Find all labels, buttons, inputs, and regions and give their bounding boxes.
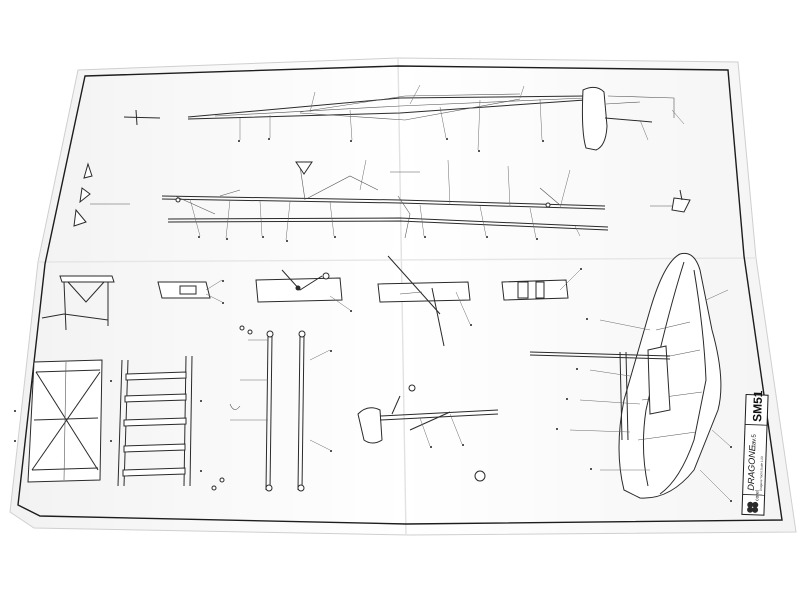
- tav-label: tav.5: [751, 433, 757, 446]
- fitting-detail-3: [377, 255, 471, 347]
- mast-assembly-top: [123, 84, 685, 151]
- frame-component-v: [41, 275, 115, 331]
- subtitle: Dragone Yacht Scale 1:20: [759, 456, 764, 491]
- brand-label: corel: [754, 490, 760, 501]
- winch-detail: [650, 189, 691, 213]
- hull-drawing: [529, 252, 731, 501]
- part-number-markers: [14, 138, 732, 502]
- fitting-detail-1: [157, 279, 223, 303]
- drawing-border: [17, 65, 783, 525]
- rudder-tiller-detail: [357, 384, 499, 482]
- code-label: SM51: [750, 390, 765, 422]
- stanchion-rods: [211, 325, 331, 492]
- sail-detail-triangles: [73, 162, 130, 227]
- title-block: corel DRAGONE tav.5 Dragone Yacht Scale …: [741, 390, 769, 516]
- fitting-detail-4: [501, 269, 581, 301]
- frame-component-ladder: [117, 355, 193, 487]
- frame-component-cross: [27, 359, 103, 483]
- fold-crease-horizontal: [37, 257, 757, 263]
- model-name: DRAGONE: [746, 444, 758, 491]
- corel-logo-icon: [747, 501, 759, 513]
- fitting-detail-2: [255, 269, 351, 311]
- spars-assembly-middle: [161, 159, 609, 241]
